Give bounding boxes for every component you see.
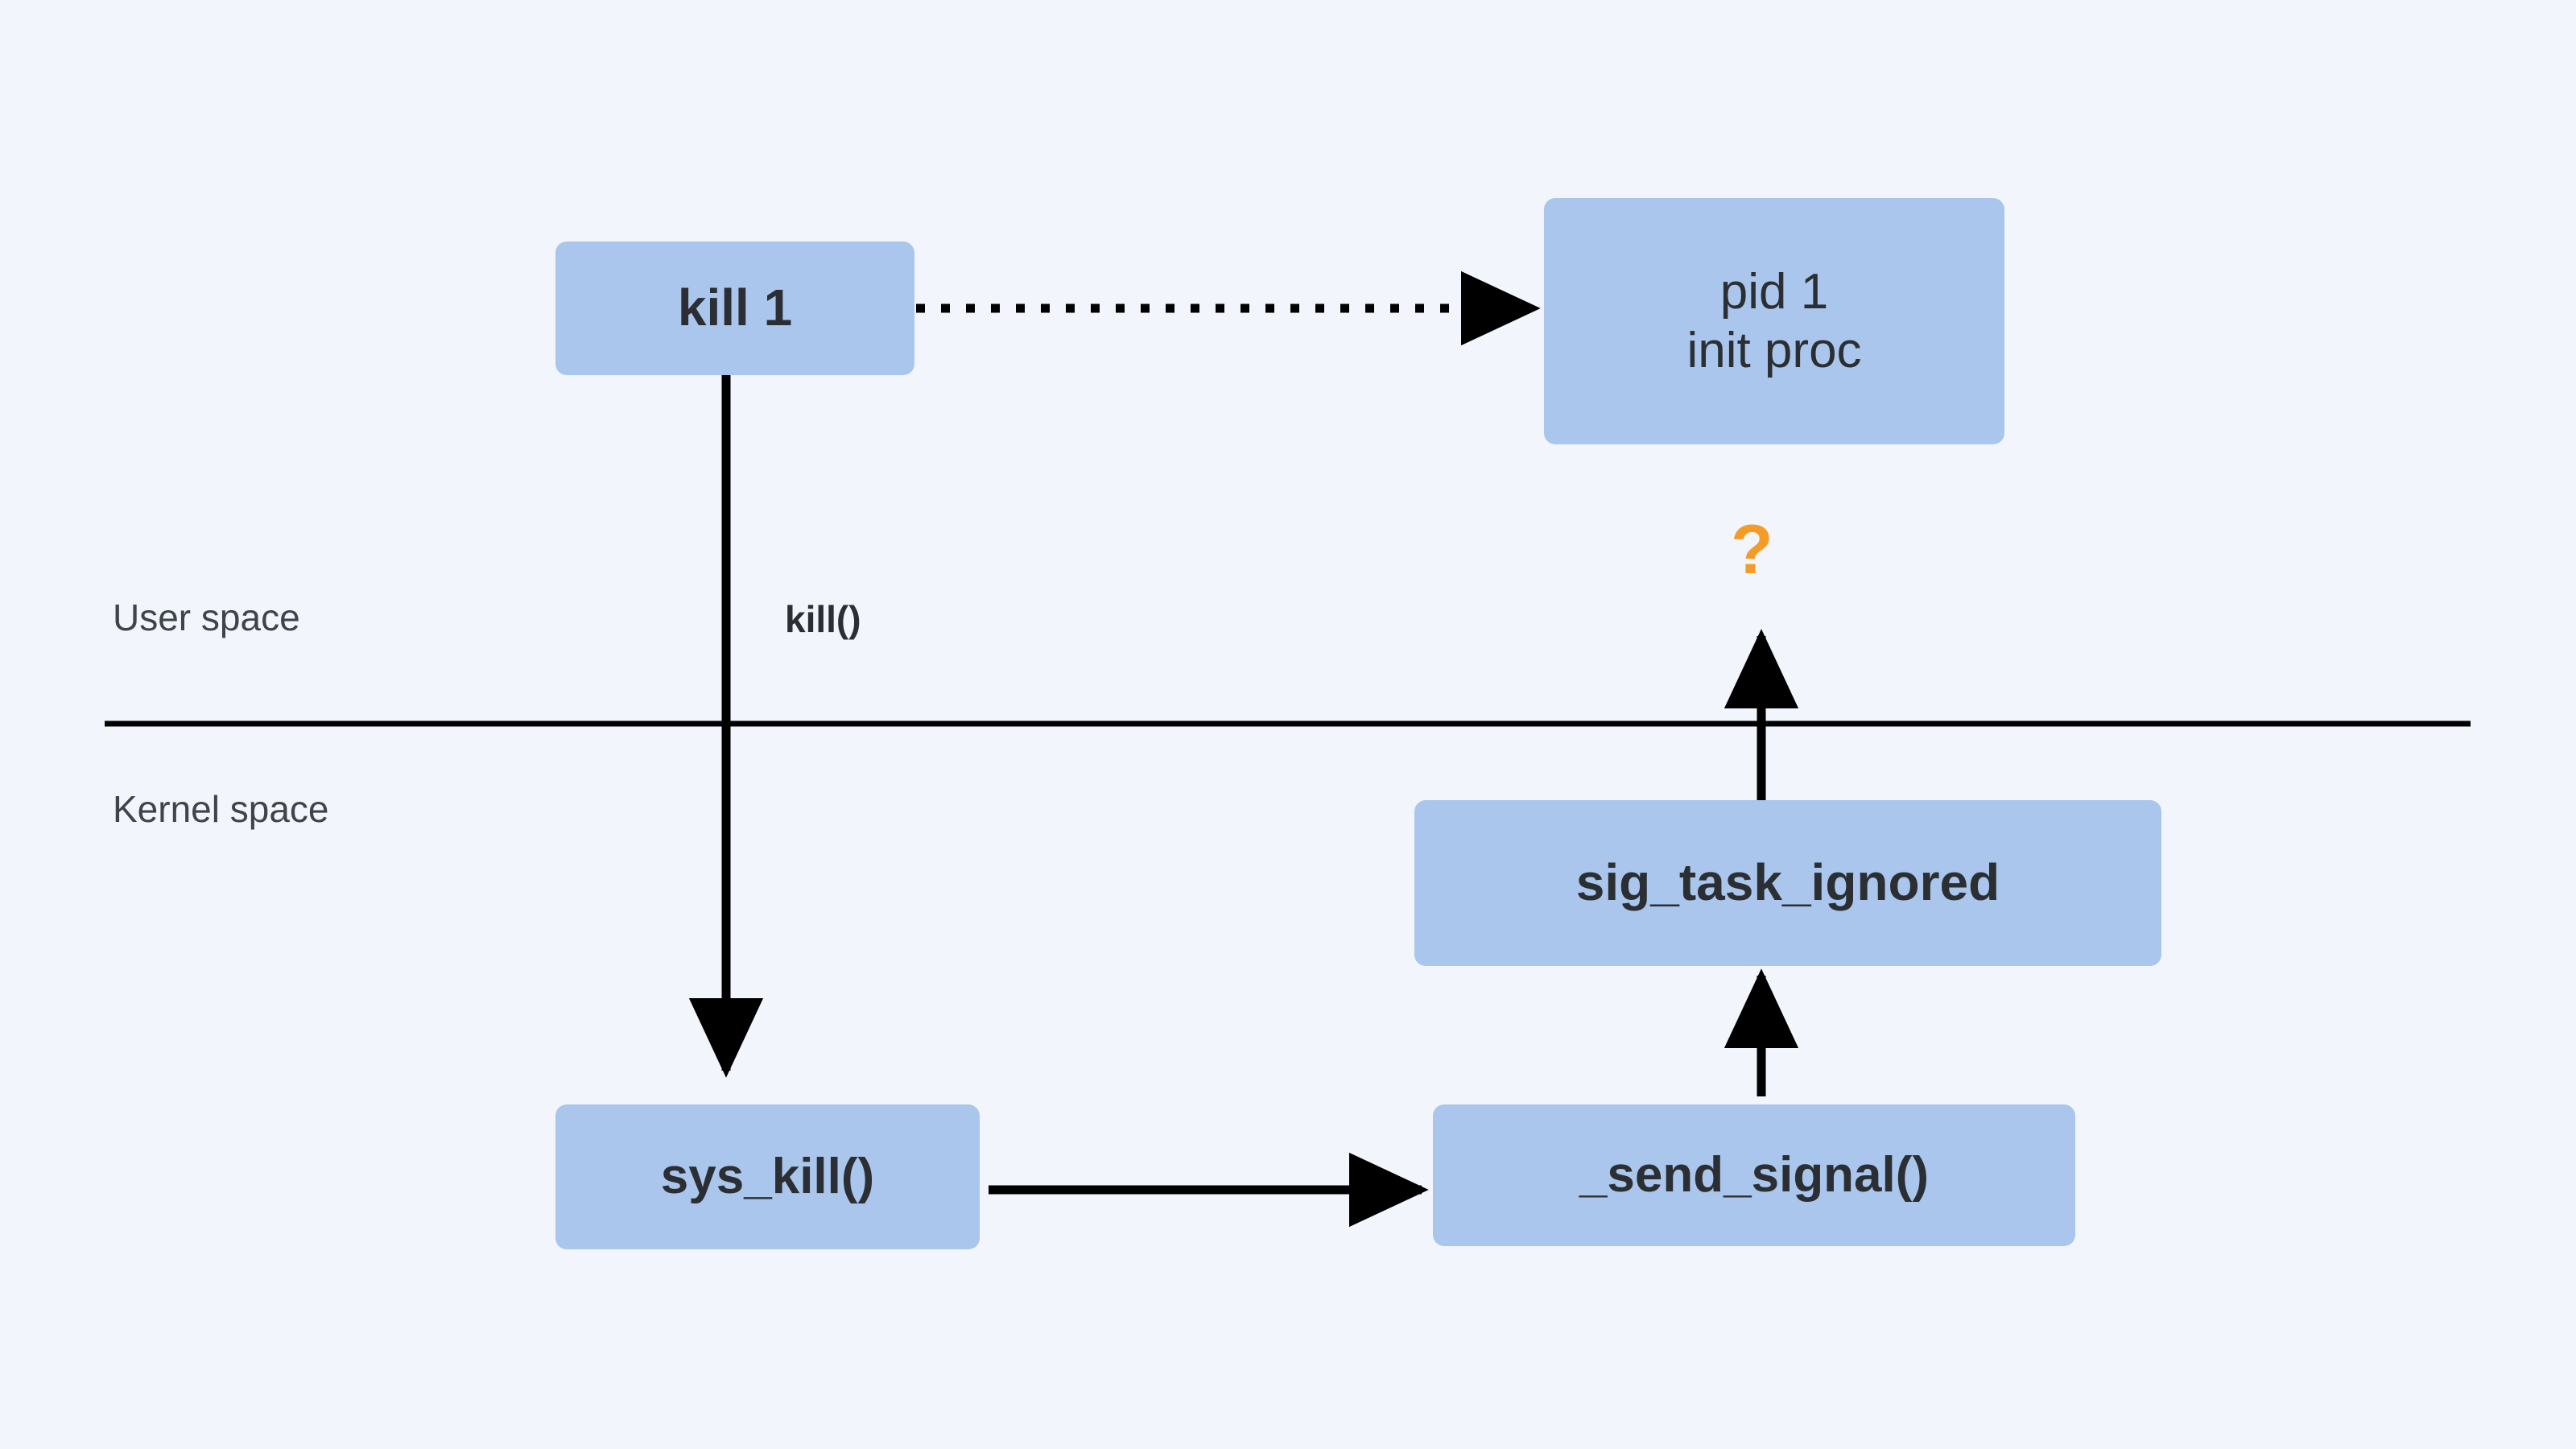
node-sig-task-ignored[interactable]: sig_task_ignored <box>1414 800 2161 966</box>
question-mark-icon: ? <box>1731 511 1773 588</box>
node-sys-kill-label: sys_kill() <box>660 1149 875 1205</box>
kernel-space-label: Kernel space <box>113 788 329 830</box>
node-kill-1-label: kill 1 <box>677 279 793 337</box>
node-sys-kill[interactable]: sys_kill() <box>555 1104 980 1249</box>
node-pid-1-init-proc-label: pid 1 init proc <box>1686 263 1862 378</box>
node-send-signal-label: _send_signal() <box>1579 1147 1930 1203</box>
node-send-signal[interactable]: _send_signal() <box>1433 1104 2075 1246</box>
node-pid-1-init-proc[interactable]: pid 1 init proc <box>1544 198 2004 444</box>
user-space-label: User space <box>113 597 300 638</box>
node-sig-task-ignored-label: sig_task_ignored <box>1575 853 2000 912</box>
edge-label-kill-call: kill() <box>785 598 861 640</box>
node-kill-1[interactable]: kill 1 <box>555 242 914 375</box>
